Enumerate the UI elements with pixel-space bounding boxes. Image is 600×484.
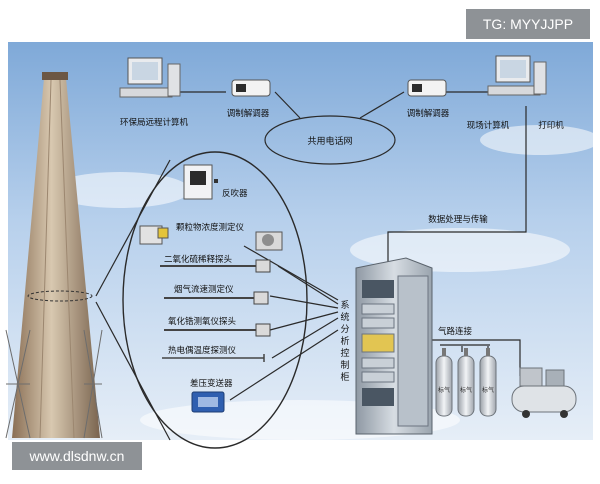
oxygen-probe-icon: [164, 323, 271, 337]
dp-transmitter-label: 差压变送器: [190, 378, 233, 389]
shared-network-ellipse: [264, 115, 396, 165]
connection-lines: [95, 91, 527, 441]
analysis-cabinet: [355, 257, 433, 435]
cabinet-label-char: 析: [340, 335, 349, 347]
modem-right-icon: [407, 79, 447, 97]
particulate-meter-label: 颗粒物浓度测定仪: [176, 222, 245, 233]
onsite-computer-icon: [487, 55, 547, 96]
dp-transmitter-icon: [191, 391, 225, 413]
onsite-computer-label: 现场计算机: [467, 120, 510, 131]
cabinet-label-char: 统: [340, 311, 349, 323]
blowback-label: 反吹器: [222, 188, 248, 199]
modem-left-icon: [231, 79, 271, 97]
cabinet-label-char: 控: [340, 347, 349, 359]
gas-connection-label: 气路连接: [438, 326, 473, 337]
cylinder-label: 标气: [460, 386, 472, 394]
particulate-meter-icon: [139, 225, 283, 251]
flow-meter-label: 烟气流速测定仪: [174, 284, 234, 295]
modem-right-label: 调制解调器: [407, 108, 450, 119]
blowback-device-icon: [183, 164, 218, 200]
modem-left-label: 调制解调器: [227, 108, 270, 119]
cabinet-label-char: 柜: [340, 371, 349, 383]
watermark-top: TG: MYYJJPP: [466, 9, 590, 39]
thermocouple-label: 热电偶温度探测仪: [168, 345, 237, 356]
cylinder-label: 标气: [438, 386, 450, 394]
data-processing-label: 数据处理与传输: [428, 214, 488, 225]
thermocouple-icon: [162, 354, 265, 362]
cabinet-label: 系 统 分 析 控 制 柜: [340, 300, 349, 383]
chimney: [5, 72, 103, 439]
shared-network-label: 共用电话网: [307, 135, 352, 147]
watermark-bottom: www.dlsdnw.cn: [12, 442, 142, 470]
so2-probe-label: 二氧化硫稀释探头: [164, 254, 233, 265]
cabinet-label-char: 制: [340, 359, 349, 371]
flow-meter-icon: [164, 291, 269, 305]
gas-cylinders: [435, 348, 497, 417]
cabinet-label-char: 分: [340, 324, 349, 335]
printer-label: 打印机: [538, 120, 564, 131]
cabinet-label-char: 系: [340, 300, 349, 311]
cylinder-label: 标气: [482, 386, 494, 394]
instrument-loop: [122, 151, 308, 449]
oxygen-probe-label: 氧化锆测氧仪探头: [168, 316, 237, 327]
remote-computer-icon: [119, 57, 181, 98]
remote-computer-label: 环保局远程计算机: [120, 117, 189, 128]
so2-probe-icon: [160, 259, 271, 273]
air-compressor-icon: [511, 367, 577, 418]
